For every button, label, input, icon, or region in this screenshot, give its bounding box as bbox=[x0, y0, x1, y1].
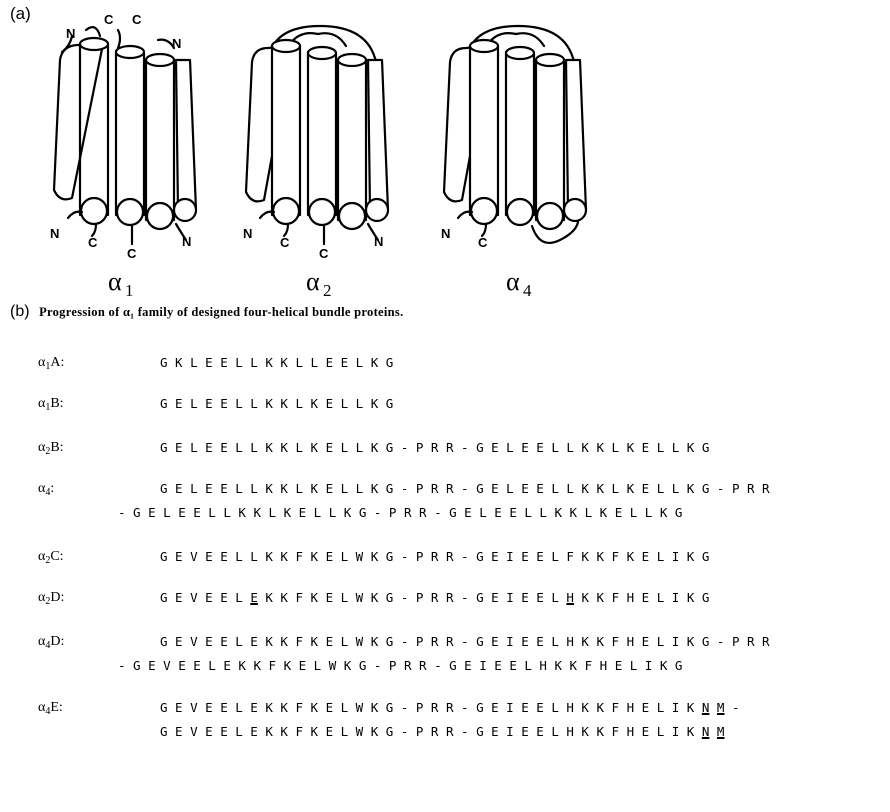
alpha2-bottom-n1: N bbox=[243, 226, 252, 241]
alpha4-caption: α bbox=[506, 267, 520, 296]
sequence-text: G K L E E L L K K L L E E L K G bbox=[160, 355, 393, 370]
alpha1-diagram bbox=[54, 27, 196, 244]
helix-5 bbox=[176, 60, 196, 216]
sequence-text: G E L E E L L K K L K E L L K G - P R R … bbox=[160, 440, 709, 455]
underlined-residue: E bbox=[250, 590, 258, 605]
sequence-row: α4: G E L E E L L K K L K E L L K G - P R… bbox=[0, 481, 890, 503]
panel-b-caption: (b) Progression of α₁ family of designed… bbox=[10, 303, 404, 321]
sequence-name: α4D: bbox=[38, 634, 64, 651]
sequence-name: α4E: bbox=[38, 700, 63, 717]
alpha1-caption-sub: 1 bbox=[125, 281, 134, 300]
helical-bundle-diagrams: N C C N N C C N α 1 N C C N α 2 bbox=[0, 0, 890, 300]
alpha4-bottom-n: N bbox=[441, 226, 450, 241]
sequence-name: α2B: bbox=[38, 440, 64, 457]
sequence-name-suffix: E: bbox=[50, 700, 62, 715]
underlined-residue: M bbox=[717, 700, 725, 715]
panel-b-caption-text: Progression of α₁ family of designed fou… bbox=[39, 305, 403, 319]
sequence-row-continuation: - G E L E E L L K K L K E L L K G - P R … bbox=[0, 505, 890, 527]
alpha2-bottom-n2: N bbox=[374, 234, 383, 249]
underlined-residue: N bbox=[702, 700, 710, 715]
sequence-text: G E L E E L L K K L K E L L K G bbox=[160, 396, 393, 411]
sequence-row: α1A: G K L E E L L K K L L E E L K G bbox=[0, 355, 890, 377]
alpha2-diagram bbox=[246, 26, 388, 244]
underlined-residue: H bbox=[566, 590, 574, 605]
sequence-name: α2D: bbox=[38, 590, 64, 607]
sequence-row: α4D: G E V E E L E K K F K E L W K G - P … bbox=[0, 634, 890, 656]
sequence-text: - G E L E E L L K K L K E L L K G - P R … bbox=[118, 505, 682, 520]
alpha1-top-n2: N bbox=[172, 36, 181, 51]
sequence-row-continuation: G E V E E L E K K F K E L W K G - P R R … bbox=[0, 724, 890, 746]
panel-b-label: (b) bbox=[10, 303, 30, 320]
alpha2-bottom-c1: C bbox=[280, 235, 290, 250]
alpha1-top-c1: C bbox=[104, 12, 114, 27]
sequence-row: α2B: G E L E E L L K K L K E L L K G - P … bbox=[0, 440, 890, 462]
alpha4-bottom-c: C bbox=[478, 235, 488, 250]
alpha1-bottom-c1: C bbox=[88, 235, 98, 250]
helix-2-bottom bbox=[81, 198, 107, 224]
sequence-text: G E V E E L E K K F K E L W K G - P R R … bbox=[160, 634, 770, 649]
sequence-name-suffix: : bbox=[50, 481, 54, 496]
helix-1 bbox=[54, 44, 103, 199]
sequence-row: α2C: G E V E E L L K K F K E L W K G - P … bbox=[0, 549, 890, 571]
sequence-text: G E V E E L L K K F K E L W K G - P R R … bbox=[160, 549, 709, 564]
alpha4-caption-sub: 4 bbox=[523, 281, 532, 300]
alpha2-bottom-c2: C bbox=[319, 246, 329, 261]
sequence-name: α1B: bbox=[38, 396, 64, 413]
alpha1-top-c2: C bbox=[132, 12, 142, 27]
sequence-name: α2C: bbox=[38, 549, 64, 566]
sequence-row: α2D: G E V E E L E K K F K E L W K G - P … bbox=[0, 590, 890, 612]
helix-4 bbox=[146, 60, 174, 220]
alpha1-bottom-n2: N bbox=[182, 234, 191, 249]
sequence-name-suffix: D: bbox=[50, 590, 64, 605]
sequence-row: α4E: G E V E E L E K K F K E L W K G - P … bbox=[0, 700, 890, 722]
sequence-text: G E V E E L E K K F K E L W K G - P R R … bbox=[160, 700, 740, 715]
alpha1-top-n1: N bbox=[66, 26, 75, 41]
underlined-residue: M bbox=[717, 724, 725, 739]
underlined-residue: N bbox=[702, 724, 710, 739]
sequence-name-suffix: D: bbox=[50, 634, 64, 649]
alpha2-caption: α bbox=[306, 267, 320, 296]
sequence-text: G E L E E L L K K L K E L L K G - P R R … bbox=[160, 481, 770, 496]
alpha1-caption: α bbox=[108, 267, 122, 296]
sequence-name-suffix: B: bbox=[50, 440, 63, 455]
sequence-name-suffix: A: bbox=[50, 355, 64, 370]
sequence-name-suffix: B: bbox=[50, 396, 63, 411]
sequence-name-suffix: C: bbox=[50, 549, 63, 564]
sequence-name: α1A: bbox=[38, 355, 64, 372]
sequence-text: G E V E E L E K K F K E L W K G - P R R … bbox=[160, 590, 709, 605]
sequence-row-continuation: - G E V E E L E K K F K E L W K G - P R … bbox=[0, 658, 890, 680]
helix-3-bottom bbox=[117, 199, 143, 225]
helix-4-bottom bbox=[147, 203, 173, 229]
helix-2-top bbox=[80, 38, 108, 50]
helix-3 bbox=[116, 51, 144, 215]
alpha4-diagram bbox=[444, 26, 586, 243]
sequence-text: G E V E E L E K K F K E L W K G - P R R … bbox=[160, 724, 724, 739]
sequence-name: α4: bbox=[38, 481, 54, 498]
alpha1-bottom-c2: C bbox=[127, 246, 137, 261]
alpha1-bottom-n1: N bbox=[50, 226, 59, 241]
alpha2-caption-sub: 2 bbox=[323, 281, 332, 300]
sequence-row: α1B: G E L E E L L K K L K E L L K G bbox=[0, 396, 890, 418]
sequence-text: - G E V E E L E K K F K E L W K G - P R … bbox=[118, 658, 682, 673]
